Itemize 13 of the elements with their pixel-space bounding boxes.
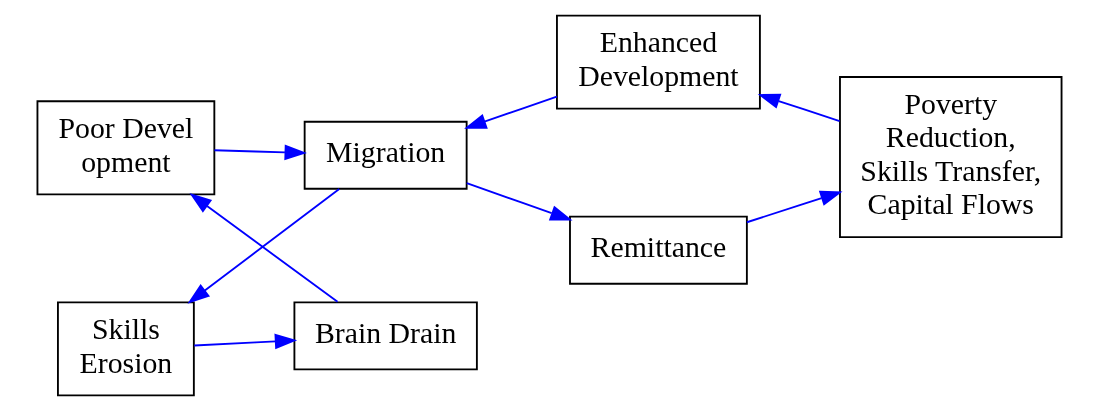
arrow — [193, 333, 298, 350]
arrow — [213, 144, 307, 161]
arrow — [757, 93, 841, 123]
node-box: Remittance — [569, 215, 748, 285]
arrow — [465, 182, 573, 221]
node-box: Poor Devel opment — [36, 100, 216, 196]
node-box: Poverty Reduction, Skills Transfer, Capital Flows — [839, 76, 1063, 239]
node-box: Migration — [303, 120, 468, 190]
arrow — [464, 95, 558, 129]
node-box: Enhanced Development — [556, 14, 761, 110]
arrow — [745, 190, 843, 224]
node-box: Brain Drain — [293, 301, 478, 371]
node-box: Skills Erosion — [57, 301, 195, 397]
